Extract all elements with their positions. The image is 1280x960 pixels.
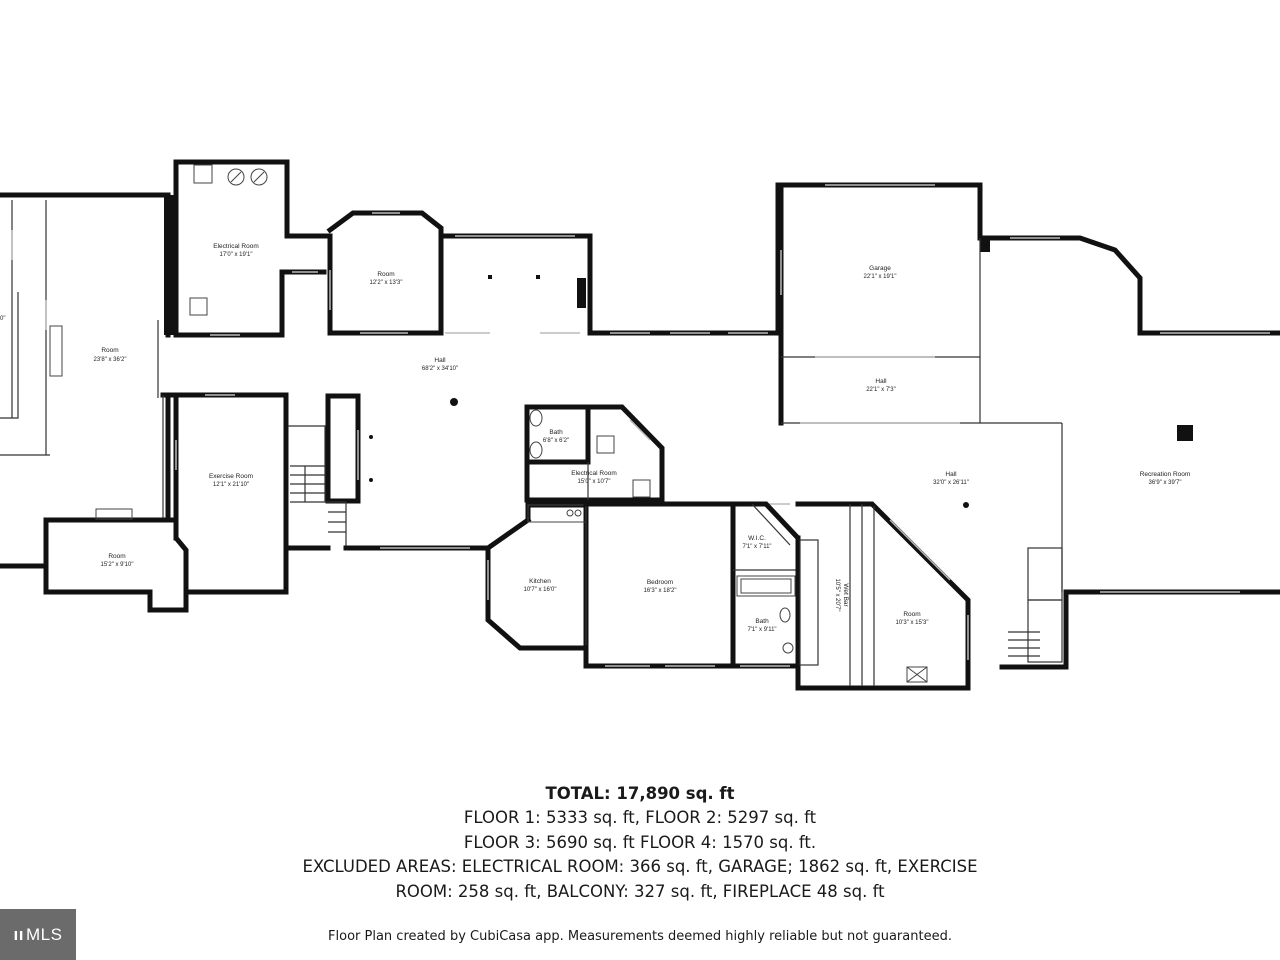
disclaimer: Floor Plan created by CubiCasa app. Meas… bbox=[328, 929, 952, 944]
recreation-room-name: Recreation Room bbox=[1140, 471, 1191, 478]
area-summary: TOTAL: 17,890 sq. ft FLOOR 1: 5333 sq. f… bbox=[0, 782, 1280, 904]
wall-room-bottom-left bbox=[43, 508, 189, 613]
wall-hall-bottom bbox=[157, 320, 532, 551]
bath-1-dims: 6'8" x 6'2" bbox=[543, 438, 569, 444]
wic-name: W.I.C. bbox=[748, 535, 766, 542]
garage-name: Garage bbox=[869, 265, 891, 272]
mls-logo-icon: ıı bbox=[13, 924, 24, 944]
hall-right-dims: 32'0" x 26'11" bbox=[933, 480, 969, 486]
wall-electrical-room-1 bbox=[173, 159, 333, 338]
bath-2-name: Bath bbox=[755, 618, 769, 625]
bath-1-name: Bath bbox=[549, 429, 563, 436]
electrical-room-1-dims: 17'0" x 19'1" bbox=[220, 252, 253, 258]
wall-top-area bbox=[438, 182, 1280, 336]
floor-areas-1: FLOOR 1: 5333 sq. ft, FLOOR 2: 5297 sq. … bbox=[463, 808, 817, 828]
wall-wic-bath bbox=[730, 501, 801, 669]
hall-main-dims: 68'2" x 34'10" bbox=[422, 366, 458, 372]
room-bottom-left-name: Room bbox=[108, 553, 125, 560]
excluded-areas-2: ROOM: 258 sq. ft, BALCONY: 327 sq. ft, F… bbox=[395, 881, 885, 901]
wall-garage bbox=[778, 182, 1062, 426]
wet-bar-name: Wet Bar bbox=[842, 583, 849, 607]
hall-right-name: Hall bbox=[945, 471, 957, 478]
electrical-room-2-name: Electrical Room bbox=[571, 470, 617, 477]
kitchen-name: Kitchen bbox=[529, 578, 551, 585]
wall-bath-electrical bbox=[524, 404, 665, 503]
stairs-left bbox=[288, 393, 373, 548]
floor-plan: Room 23'8" x 36'2" Electrical Room 17'0"… bbox=[0, 159, 1280, 691]
wall-room-left bbox=[0, 192, 171, 569]
hall-main-name: Hall bbox=[434, 357, 446, 364]
hall-garage-name: Hall bbox=[875, 378, 887, 385]
hall-garage-dims: 22'1" x 7'3" bbox=[866, 387, 896, 393]
recreation-room-dims: 36'9" x 39'7" bbox=[1149, 480, 1182, 486]
bath-2-dims: 7'1" x 9'11" bbox=[747, 627, 776, 633]
room-top-name: Room bbox=[377, 271, 394, 278]
total-area: TOTAL: 17,890 sq. ft bbox=[545, 784, 735, 803]
wall-exercise-room bbox=[160, 392, 331, 595]
mls-badge: ıı MLS bbox=[0, 909, 76, 960]
cut-off-label: 0" bbox=[0, 316, 5, 322]
room-labels: Room 23'8" x 36'2" Electrical Room 17'0"… bbox=[0, 243, 1190, 633]
room-bottom-left-dims: 15'2" x 9'10" bbox=[101, 562, 134, 568]
wall-thick-left bbox=[164, 195, 176, 335]
kitchen-dims: 10'7" x 16'0" bbox=[524, 587, 557, 593]
mls-label: MLS bbox=[25, 924, 63, 944]
wall-wetbar-room bbox=[795, 501, 971, 691]
garage-dims: 22'1" x 19'1" bbox=[864, 274, 897, 280]
floor-areas-2: FLOOR 3: 5690 sq. ft FLOOR 4: 1570 sq. f… bbox=[463, 832, 817, 852]
electrical-room-2-dims: 15'0" x 10'7" bbox=[578, 479, 611, 485]
exercise-room-dims: 12'1" x 21'10" bbox=[213, 482, 249, 488]
room-left-dims: 23'8" x 36'2" bbox=[94, 357, 127, 363]
wic-dims: 7'1" x 7'11" bbox=[742, 544, 771, 550]
wall-bedroom bbox=[583, 501, 790, 669]
room-right-dims: 10'3" x 15'3" bbox=[896, 620, 929, 626]
wall-recreation bbox=[999, 423, 1280, 670]
room-left-name: Room bbox=[101, 347, 118, 354]
wall-kitchen bbox=[485, 502, 589, 651]
bedroom-dims: 16'3" x 18'2" bbox=[644, 588, 677, 594]
excluded-areas-1: EXCLUDED AREAS: ELECTRICAL ROOM: 366 sq.… bbox=[302, 857, 978, 877]
electrical-room-1-name: Electrical Room bbox=[213, 243, 259, 250]
bedroom-name: Bedroom bbox=[647, 579, 673, 586]
wet-bar-dims: 10'5" x 20'7" bbox=[834, 579, 840, 612]
exercise-room-name: Exercise Room bbox=[209, 473, 253, 480]
wall-room-top bbox=[326, 210, 444, 336]
room-top-dims: 12'2" x 13'3" bbox=[370, 280, 403, 286]
room-right-name: Room bbox=[903, 611, 920, 618]
